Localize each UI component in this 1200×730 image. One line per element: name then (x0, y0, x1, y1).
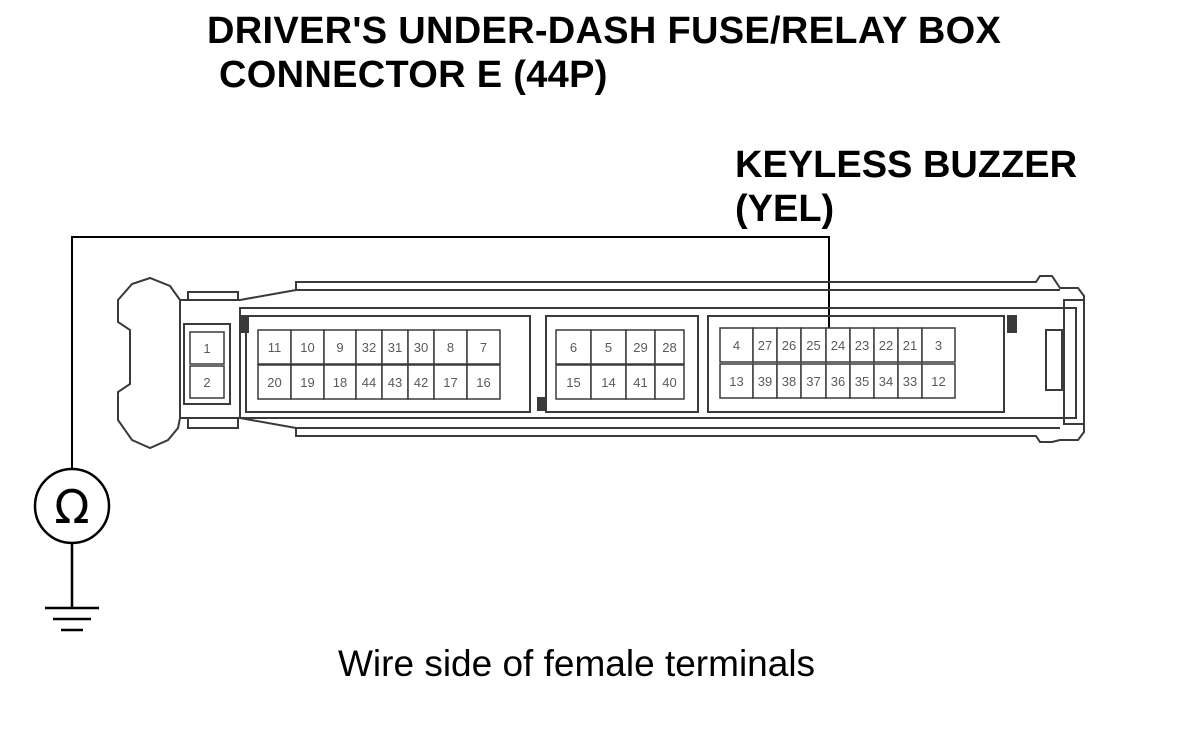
terminal-number: 37 (806, 374, 820, 389)
terminal-number: 20 (267, 375, 281, 390)
terminal-number: 24 (831, 338, 845, 353)
terminal-number: 16 (476, 375, 490, 390)
terminal-number: 18 (333, 375, 347, 390)
diagram-title-line2: CONNECTOR E (44P) (219, 54, 608, 96)
terminal-cell (590, 329, 627, 365)
terminal-cell (897, 363, 923, 399)
terminal-cell (381, 364, 409, 400)
terminal-number: 22 (879, 338, 893, 353)
terminal-number: 19 (300, 375, 314, 390)
terminal-cell (323, 329, 357, 365)
terminal-number: 43 (388, 375, 402, 390)
terminal-number: 44 (362, 375, 376, 390)
terminal-number: 15 (566, 375, 580, 390)
terminal-number: 23 (855, 338, 869, 353)
terminal-cell (825, 363, 851, 399)
ohmmeter-icon: Ω (33, 467, 111, 545)
terminal-number: 30 (414, 340, 428, 355)
terminal-cell (257, 364, 292, 400)
wire-color-label: (YEL) (735, 188, 835, 230)
terminal-cell (466, 329, 501, 365)
terminal-number: 41 (633, 375, 647, 390)
terminal-number: 29 (633, 340, 647, 355)
terminal-cell (719, 363, 754, 399)
terminal-cell (257, 329, 292, 365)
terminal-number: 28 (662, 340, 676, 355)
terminal-cell (654, 364, 685, 400)
terminal-number: 7 (480, 340, 487, 355)
probe-wire (71, 236, 830, 468)
terminal-cell (323, 364, 357, 400)
terminal-cell (290, 329, 325, 365)
connector-housing (117, 275, 1085, 450)
terminal-number: 12 (931, 374, 945, 389)
terminal-cell (407, 364, 435, 400)
terminal-cell (654, 329, 685, 365)
terminal-number: 9 (336, 340, 343, 355)
ohm-symbol: Ω (54, 480, 89, 534)
terminal-number: 3 (935, 338, 942, 353)
terminal-number: 40 (662, 375, 676, 390)
terminal-cell (555, 329, 592, 365)
terminal-cell (719, 327, 754, 363)
terminal-number: 39 (758, 374, 772, 389)
terminal-cell (625, 364, 656, 400)
diagram-title-line1: DRIVER'S UNDER-DASH FUSE/RELAY BOX (207, 10, 1002, 52)
terminal-number: 21 (903, 338, 917, 353)
terminal-cell (381, 329, 409, 365)
terminal-number: 33 (903, 374, 917, 389)
terminal-cell (776, 363, 802, 399)
terminal-number: 27 (758, 338, 772, 353)
terminal-number: 4 (733, 338, 740, 353)
terminal-cell (433, 329, 468, 365)
terminal-cell (189, 365, 225, 399)
terminal-number: 10 (300, 340, 314, 355)
terminal-number: 11 (268, 340, 282, 355)
terminal-number: 35 (855, 374, 869, 389)
terminal-number: 13 (729, 374, 743, 389)
terminal-number: 8 (447, 340, 454, 355)
terminal-number: 34 (879, 374, 893, 389)
terminal-number: 6 (570, 340, 577, 355)
terminal-cell (825, 327, 851, 363)
terminal-number: 17 (443, 375, 457, 390)
terminal-number: 38 (782, 374, 796, 389)
terminal-number: 5 (605, 340, 612, 355)
terminal-number: 14 (601, 375, 615, 390)
terminal-number: 36 (831, 374, 845, 389)
terminal-number: 25 (806, 338, 820, 353)
terminal-number: 1 (203, 341, 210, 356)
terminal-cell (407, 329, 435, 365)
terminal-cell (873, 363, 899, 399)
keyless-buzzer-label: KEYLESS BUZZER (735, 144, 1078, 186)
view-caption: Wire side of female terminals (338, 643, 816, 684)
terminal-cell (776, 327, 802, 363)
terminal-number: 31 (388, 340, 402, 355)
terminal-number: 42 (414, 375, 428, 390)
terminal-cell (466, 364, 501, 400)
terminal-cell (625, 329, 656, 365)
terminal-number: 2 (203, 375, 210, 390)
terminal-cell (555, 364, 592, 400)
terminal-cell (873, 327, 899, 363)
terminal-cell (897, 327, 923, 363)
terminal-cell (290, 364, 325, 400)
terminal-number: 32 (362, 340, 376, 355)
terminal-cell (189, 331, 225, 365)
terminal-cell (921, 327, 956, 363)
terminal-cell (921, 363, 956, 399)
terminal-number: 26 (782, 338, 796, 353)
ground-icon (45, 543, 99, 632)
terminal-cell (355, 329, 383, 365)
